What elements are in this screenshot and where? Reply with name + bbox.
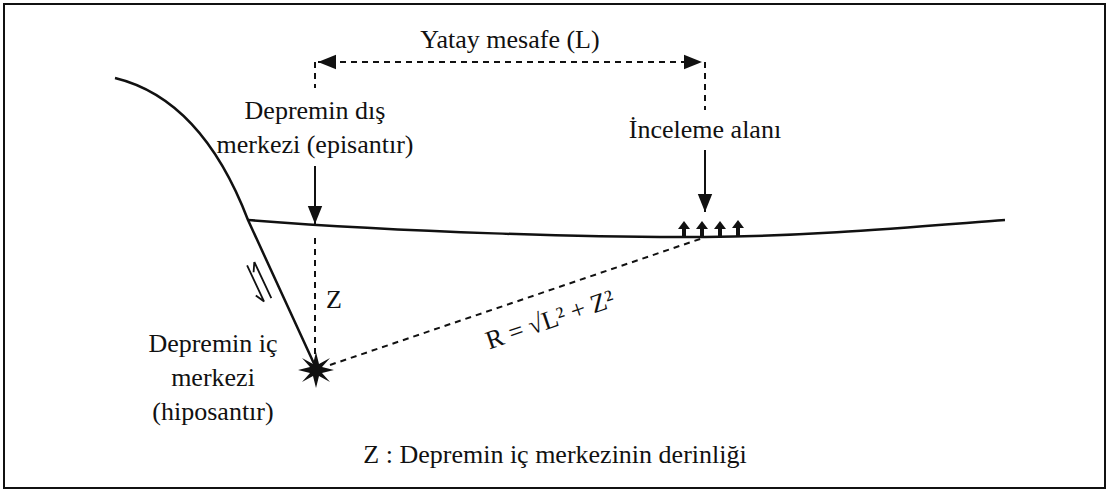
depth-line [314, 238, 316, 356]
study-area-label: İnceleme alanı [629, 113, 781, 147]
extension-line [314, 62, 316, 88]
epicenter-label: Depremin dış merkezi (episantır) [209, 94, 421, 162]
study-area-arrows [678, 220, 744, 237]
extension-line [704, 62, 706, 110]
frame [4, 4, 1105, 488]
pointer-arrow [704, 150, 706, 212]
depth-symbol: Z [326, 283, 342, 317]
hypocenter-label: Depremin iç merkezi (hiposantır) [137, 327, 289, 429]
caption: Z : Depremin iç merkezinin derinliği [363, 438, 746, 472]
hypocenter-star [298, 352, 334, 388]
formula-label: R = √L² + Z² [481, 282, 619, 358]
distance-label: Yatay mesafe (L) [420, 23, 599, 57]
distance-line [330, 238, 703, 365]
distance-dimension [318, 61, 702, 63]
slip-arrow [247, 265, 264, 301]
slip-arrow [254, 262, 272, 298]
pointer-arrow [314, 166, 316, 224]
ground-surface [248, 220, 1005, 237]
